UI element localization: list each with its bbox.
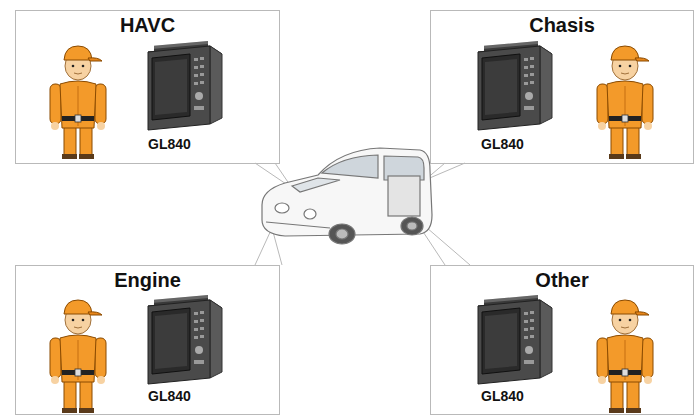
- logger-device: [478, 41, 552, 130]
- panel-box: EngineGL840: [15, 265, 280, 415]
- panel-title: Other: [431, 269, 693, 292]
- logger-device: [148, 295, 222, 384]
- worker-figure: [597, 46, 653, 159]
- logger-device: [148, 41, 222, 130]
- panel-box: OtherGL840: [430, 265, 694, 415]
- panel-title: Chasis: [431, 14, 693, 37]
- panel-box: HAVC GL840: [15, 10, 280, 164]
- model-label: GL840: [481, 388, 524, 404]
- panel-title: Engine: [16, 269, 279, 292]
- worker-figure: [50, 300, 106, 413]
- logger-device: [478, 295, 552, 384]
- model-label: GL840: [148, 136, 191, 152]
- model-label: GL840: [148, 388, 191, 404]
- car-illustration: [262, 148, 432, 244]
- worker-figure: [597, 300, 653, 413]
- worker-figure: [50, 46, 106, 159]
- panel-title: HAVC: [16, 14, 279, 37]
- model-label: GL840: [481, 136, 524, 152]
- panel-box: ChasisGL840: [430, 10, 694, 164]
